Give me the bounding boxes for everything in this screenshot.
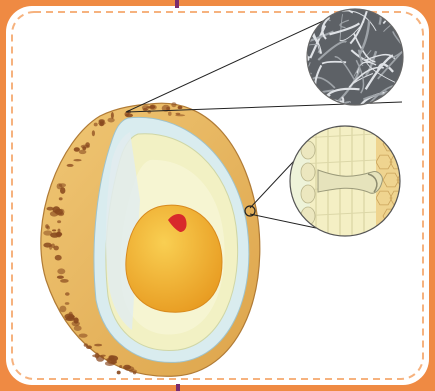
shell-spot bbox=[175, 114, 185, 116]
shell-spot bbox=[108, 118, 115, 123]
shell-spot bbox=[142, 105, 150, 110]
shell-spot bbox=[55, 209, 63, 215]
shell-spot bbox=[65, 302, 70, 305]
shell-spot bbox=[74, 317, 79, 323]
shell-spot bbox=[55, 255, 62, 261]
shell-spot bbox=[51, 244, 55, 249]
shell-spot bbox=[69, 312, 73, 317]
shell-spot bbox=[57, 268, 65, 274]
top-tab bbox=[175, 0, 179, 8]
shell-spot bbox=[74, 147, 80, 152]
shell-spot bbox=[85, 142, 90, 147]
shell-spot bbox=[84, 343, 88, 346]
shell-spot bbox=[92, 354, 100, 357]
shell-spot bbox=[79, 150, 87, 154]
shell-spot bbox=[94, 344, 102, 347]
bottom-tab bbox=[176, 384, 180, 391]
shell-spot bbox=[67, 164, 74, 167]
shell-spot bbox=[178, 106, 183, 109]
shell-spot bbox=[129, 369, 137, 373]
shell-spot bbox=[92, 130, 95, 136]
shell-spot bbox=[47, 207, 54, 211]
shell-spot bbox=[59, 306, 66, 313]
shell-spot bbox=[94, 123, 98, 127]
shell-spot bbox=[73, 159, 81, 161]
shell-spot bbox=[59, 197, 63, 200]
shell-spot bbox=[79, 334, 88, 338]
shell-spot bbox=[111, 112, 114, 119]
shell-spot bbox=[117, 371, 121, 375]
shell-spot bbox=[43, 230, 52, 235]
shell-spot bbox=[99, 123, 104, 127]
mammillary-knob bbox=[301, 185, 315, 203]
shell-spot bbox=[101, 355, 106, 357]
shell-spot bbox=[57, 276, 64, 279]
shell-spot bbox=[43, 243, 51, 248]
shell-spot bbox=[171, 102, 176, 107]
shell-spot bbox=[168, 112, 172, 116]
shell-spot bbox=[52, 229, 56, 231]
shell-spot bbox=[65, 292, 70, 296]
shell-spot bbox=[123, 365, 131, 370]
shell-spot bbox=[119, 365, 122, 368]
shell-spot bbox=[147, 110, 151, 114]
shell-spot bbox=[108, 355, 114, 359]
shell-spot bbox=[45, 224, 49, 228]
mammillary-knob bbox=[301, 163, 315, 181]
shell-spot bbox=[57, 220, 61, 223]
shell-spot bbox=[57, 232, 62, 238]
shell-spot bbox=[57, 183, 63, 189]
shell-spot bbox=[60, 279, 69, 283]
